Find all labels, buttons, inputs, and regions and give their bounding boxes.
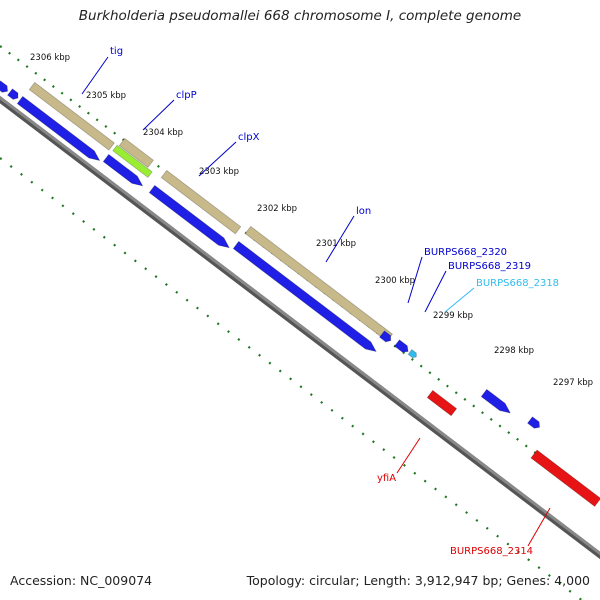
feature-tan-clpp (118, 137, 154, 168)
cds-forward-2316 (527, 416, 540, 429)
gene-label-lon: lon (356, 206, 371, 217)
tick-label-2297: 2297 kbp (553, 378, 593, 388)
tick-label-2302: 2302 kbp (257, 204, 297, 214)
leader-line-clpp (142, 99, 175, 131)
gene-label-clpx: clpX (238, 132, 260, 143)
tick-label-2301: 2301 kbp (316, 239, 356, 249)
leader-line-burps668_2318 (444, 287, 475, 313)
tick-label-2300: 2300 kbp (375, 276, 415, 286)
cds-forward-2 (7, 88, 19, 100)
leader-line-clpx (198, 141, 237, 177)
leader-line-lon (325, 215, 355, 263)
feature-green-clpp (112, 144, 153, 178)
leader-line-burps668_2320 (407, 256, 423, 304)
cds-forward-2319 (394, 339, 409, 353)
tick-group: 2306 kbp 2305 kbp 2304 kbp 2303 kbp 2302 kbp… (30, 53, 593, 388)
gene-label-burps668_2314: BURPS668_2314 (450, 546, 533, 557)
dotted-guide-tracks (0, 45, 600, 600)
feature-tan-tig (28, 81, 115, 151)
gene-label-group: tig clpP clpX lonBURPS668_2320BURPS668_2319… (81, 46, 559, 557)
backbone-group (0, 95, 600, 560)
tick-label-2304: 2304 kbp (143, 128, 183, 138)
cds-forward-clpp (102, 153, 144, 187)
cds-forward-2320 (379, 330, 392, 343)
gene-label-burps668_2320: BURPS668_2320 (424, 247, 507, 258)
gene-label-burps668_2318: BURPS668_2318 (476, 278, 559, 289)
backbone-line (0, 95, 600, 556)
tick-label-2305: 2305 kbp (86, 91, 126, 101)
gene-label-clpp: clpP (176, 90, 197, 101)
cds-forward-lon (232, 240, 377, 353)
genome-summary-text: Topology: circular; Length: 3,912,947 bp… (246, 573, 590, 588)
cds-forward-2317 (480, 388, 512, 414)
gene-label-yfia: yfiA (377, 473, 396, 484)
gene-label-burps668_2319: BURPS668_2319 (448, 261, 531, 272)
backbone-line-shadow (0, 95, 600, 560)
lower-dotted-track (0, 157, 584, 600)
upper-dotted-track (0, 45, 600, 503)
gene-label-tig: tig (110, 46, 123, 57)
leader-line-tig (81, 56, 109, 95)
cds-reverse-2314 (530, 449, 600, 507)
tick-label-2298: 2298 kbp (494, 346, 534, 356)
cds-reverse-yfia (426, 389, 458, 417)
leader-line-yfia (396, 437, 421, 474)
tick-label-2299: 2299 kbp (433, 311, 473, 321)
cds-forward-tig (16, 95, 101, 162)
cds-forward-clpx (148, 184, 231, 249)
feature-tan-clpx (160, 169, 242, 235)
leader-line-burps668_2319 (424, 270, 447, 313)
tick-label-2306: 2306 kbp (30, 53, 70, 63)
accession-text: Accession: NC_009074 (10, 573, 153, 588)
tick-label-2303: 2303 kbp (199, 167, 239, 177)
feature-group (0, 80, 600, 507)
rna-cyan-2318 (407, 349, 417, 359)
cds-forward-1 (0, 80, 8, 93)
map-title: Burkholderia pseudomallei 668 chromosome… (78, 8, 522, 24)
leader-line-burps668_2314 (527, 507, 551, 547)
